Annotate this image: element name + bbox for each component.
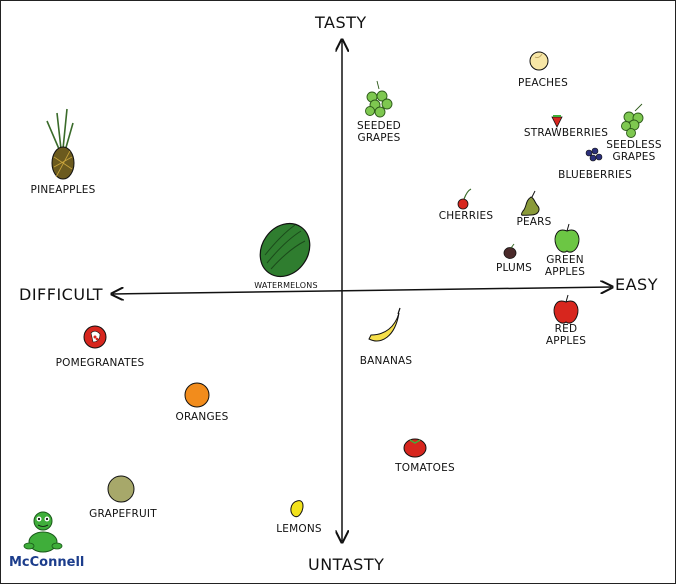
red-apple-icon bbox=[553, 294, 579, 324]
label-watermelons: WATERMELONS bbox=[254, 281, 318, 290]
watermelon-icon bbox=[259, 222, 311, 278]
mcconnell-watermark: McConnell bbox=[9, 555, 85, 570]
label-grapefruit: GRAPEFRUIT bbox=[89, 508, 157, 520]
axis-label-tasty: TASTY bbox=[315, 13, 367, 32]
axis-label-untasty: UNTASTY bbox=[308, 555, 385, 574]
pear-icon bbox=[520, 190, 540, 216]
label-seedless-grapes: SEEDLESS GRAPES bbox=[606, 139, 662, 163]
horizontal-axis bbox=[113, 287, 611, 294]
plum-icon bbox=[503, 243, 517, 259]
orange-icon bbox=[184, 382, 210, 408]
label-peaches: PEACHES bbox=[518, 77, 568, 89]
cherry-icon bbox=[457, 188, 472, 210]
peach-icon bbox=[529, 51, 549, 71]
label-strawberries: STRAWBERRIES bbox=[523, 127, 609, 139]
grapefruit-icon bbox=[107, 475, 135, 503]
label-pineapples: PINEAPPLES bbox=[30, 184, 96, 196]
label-lemons: LEMONS bbox=[276, 523, 322, 535]
mcconnell-turtle-logo bbox=[23, 511, 63, 553]
pineapple-icon bbox=[46, 108, 75, 180]
axis-label-difficult: DIFFICULT bbox=[19, 285, 104, 304]
strawberry-icon bbox=[551, 115, 563, 128]
lemon-icon bbox=[290, 500, 304, 518]
label-blueberries: BLUEBERRIES bbox=[558, 169, 632, 181]
green-apple-icon bbox=[554, 223, 580, 253]
pomegranate-icon bbox=[83, 325, 107, 349]
label-cherries: CHERRIES bbox=[438, 210, 494, 222]
seedless-grapes-icon bbox=[621, 103, 644, 138]
label-tomatoes: TOMATOES bbox=[395, 462, 455, 474]
label-seeded-grapes: SEEDED GRAPES bbox=[357, 120, 401, 144]
seeded-grapes-icon bbox=[365, 80, 393, 118]
label-oranges: ORANGES bbox=[175, 411, 229, 423]
banana-icon bbox=[368, 307, 401, 342]
label-bananas: BANANAS bbox=[359, 355, 413, 367]
label-red-apples: RED APPLES bbox=[545, 323, 587, 347]
label-plums: PLUMS bbox=[495, 262, 533, 274]
label-green-apples: GREEN APPLES bbox=[544, 254, 586, 278]
label-pomegranates: POMEGRANATES bbox=[55, 357, 145, 369]
axis-label-easy: EASY bbox=[615, 275, 658, 294]
blueberries-icon bbox=[585, 147, 603, 162]
label-pears: PEARS bbox=[516, 216, 552, 228]
tomato-icon bbox=[403, 438, 427, 458]
